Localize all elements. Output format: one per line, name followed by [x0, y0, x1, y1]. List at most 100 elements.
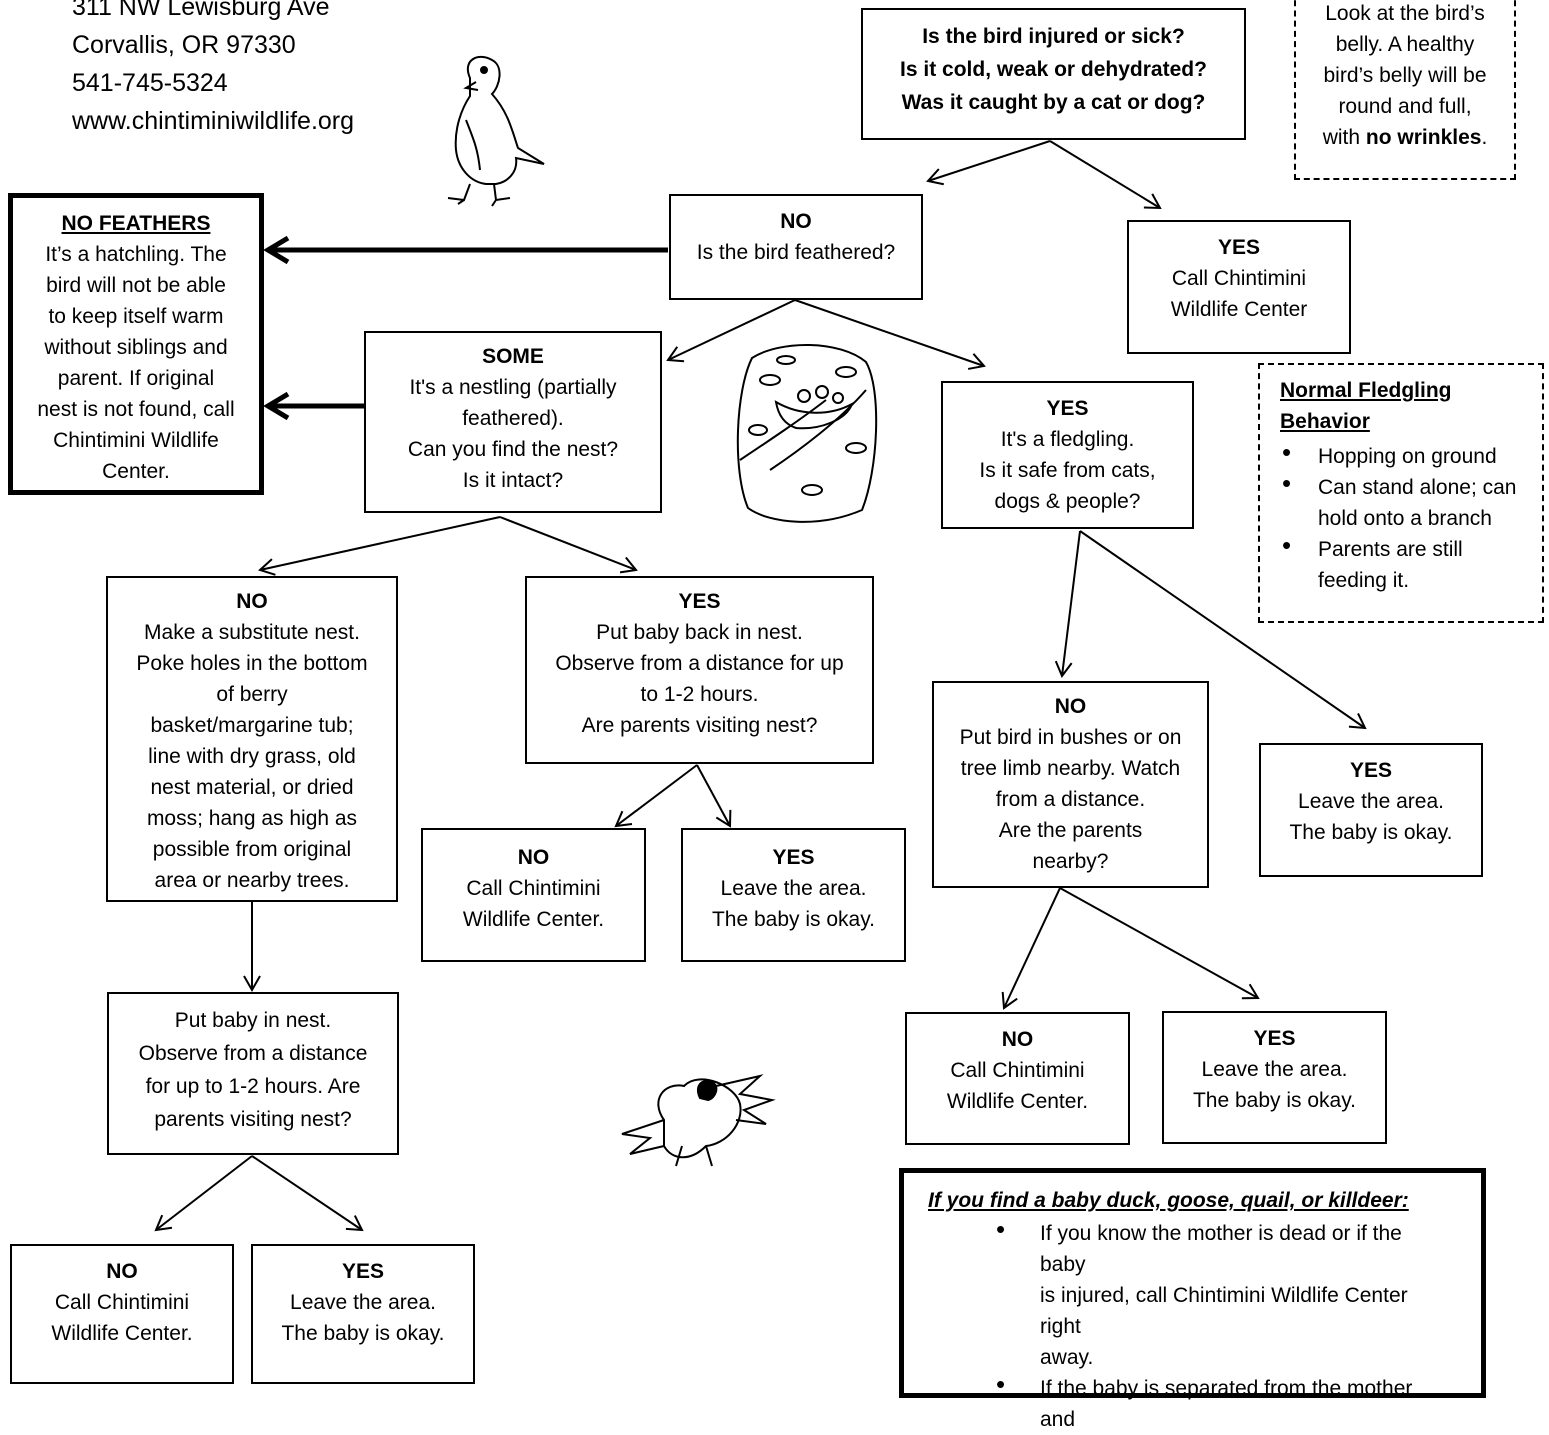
belly-note-emphasis: no wrinkles	[1365, 126, 1482, 149]
bushes-no-box: NO Call Chintimini Wildlife Center.	[905, 1012, 1130, 1145]
contact-city: Corvallis, OR 97330	[72, 31, 296, 59]
bushes-box: NO Put bird in bushes or on tree limb ne…	[932, 681, 1209, 888]
belly-note-line: Look at the bird’s	[1325, 2, 1485, 25]
box-text: basket/margarine tub;	[150, 714, 354, 737]
arrow-bushes-to-yes	[1059, 887, 1260, 1000]
box-text: dogs & people?	[994, 490, 1141, 513]
contact-address: 311 NW Lewisburg Ave	[72, 0, 330, 21]
box-text: bird will not be able	[46, 274, 226, 297]
arrow-feathered-to-some	[666, 299, 796, 363]
box-text: possible from original	[152, 838, 352, 861]
arrow-top-to-yes	[1049, 140, 1162, 210]
list-item-text: If you know the mother is dead or if the…	[1040, 1222, 1402, 1276]
safe-yes-box: YES Leave the area. The baby is okay.	[1259, 743, 1483, 877]
list-item-text: If the baby is separated from the mother…	[1040, 1377, 1413, 1431]
box-text: The baby is okay.	[1192, 1089, 1357, 1112]
put-back-no-box: NO Call Chintimini Wildlife Center.	[421, 828, 646, 962]
box-text: Observe from a distance for up	[555, 652, 844, 675]
arrow-putback-to-yes	[696, 764, 732, 828]
arrow-some-to-putback	[499, 516, 638, 574]
belly-note-line: belly. A healthy	[1335, 33, 1475, 56]
box-heading: YES	[1253, 1027, 1296, 1050]
box-heading: NO	[517, 846, 550, 869]
box-text: Make a substitute nest.	[144, 621, 360, 644]
box-heading: YES	[1217, 236, 1261, 259]
contact-website[interactable]: www.chintiminiwildlife.org	[72, 107, 355, 135]
belly-note-text: with	[1322, 126, 1366, 149]
box-text: Call Chintimini	[54, 1291, 190, 1314]
normal-fledgling-title-line: Behavior	[1280, 410, 1370, 433]
box-text: Are the parents	[998, 819, 1143, 842]
list-item-text: hold onto a branch	[1318, 507, 1492, 530]
box-text: Call Chintimini	[1171, 267, 1307, 290]
box-text: from a distance.	[995, 788, 1146, 811]
box-text: Can you find the nest?	[407, 438, 619, 461]
arrow-feathered-to-fledgling	[794, 299, 986, 370]
arrow-bushes-to-no	[1001, 887, 1061, 1010]
box-heading: NO	[236, 590, 268, 613]
box-text: area or nearby trees.	[154, 869, 350, 892]
substitute-nest-box: NO Make a substitute nest. Poke holes in…	[106, 576, 398, 902]
box-text: feathered).	[462, 407, 564, 430]
flowchart-connectors	[154, 55, 1367, 1232]
box-text: Leave the area.	[1201, 1058, 1348, 1081]
box-text: to keep itself warm	[48, 305, 224, 328]
standing-bird-illustration	[447, 55, 545, 207]
arrow-putinnest-to-no	[154, 1155, 253, 1232]
box-text: without siblings and	[44, 336, 228, 359]
normal-fledgling-title: Normal Fledgling Behavior	[1280, 375, 1536, 437]
box-text: Wildlife Center.	[51, 1322, 193, 1345]
normal-fledgling-list: Hopping on ground Can stand alone; can ho…	[1260, 437, 1536, 596]
arrow-top-to-feathered	[926, 140, 1051, 186]
arrow-putback-to-no	[614, 764, 698, 828]
box-text: nest is not found, call	[37, 398, 235, 421]
box-heading: YES	[678, 590, 721, 613]
nest-tree-illustration	[736, 344, 878, 523]
box-text: parent. If original	[57, 367, 215, 390]
box-text: The baby is okay.	[711, 908, 876, 931]
box-text: Is it intact?	[462, 469, 564, 492]
box-text: It’s a hatchling. The	[45, 243, 227, 266]
top-question-line: Is it cold, weak or dehydrated?	[900, 58, 1207, 81]
hatching-chick-illustration	[621, 1074, 776, 1167]
box-text: of berry	[216, 683, 288, 706]
arrow-fledgling-to-safeyes	[1079, 530, 1367, 730]
box-text: Are parents visiting nest?	[581, 714, 818, 737]
box-text: Leave the area.	[290, 1291, 436, 1314]
list-item-text: Can stand alone; can	[1318, 476, 1517, 499]
top-question-box: Is the bird injured or sick? Is it cold,…	[861, 8, 1246, 140]
box-text: moss; hang as high as	[146, 807, 358, 830]
no-feathers-box: NO FEATHERS It’s a hatchling. The bird w…	[8, 193, 264, 495]
box-text: Put baby back in nest.	[596, 621, 803, 644]
box-text: It's a fledgling.	[1000, 428, 1135, 451]
contact-info: 311 NW Lewisburg Ave Corvallis, OR 97330…	[72, 0, 354, 140]
box-heading: YES	[772, 846, 815, 869]
box-text: Leave the area.	[1298, 790, 1444, 813]
put-back-yes-box: YES Leave the area. The baby is okay.	[681, 828, 906, 962]
top-question-line: Was it caught by a cat or dog?	[901, 91, 1206, 114]
box-text: Is it safe from cats,	[979, 459, 1156, 482]
box-text: parents visiting nest?	[154, 1108, 352, 1131]
nest-yes-box: YES Leave the area. The baby is okay.	[251, 1244, 475, 1384]
box-text: It's a nestling (partially	[409, 376, 617, 399]
injured-yes-box: YES Call Chintimini Wildlife Center	[1127, 220, 1351, 354]
list-item-text: Hopping on ground	[1318, 445, 1497, 468]
box-heading: NO	[780, 210, 812, 233]
box-heading: YES	[341, 1260, 385, 1283]
belly-note-line: round and full,	[1338, 95, 1472, 118]
list-item: Hopping on ground	[1260, 437, 1536, 472]
normal-fledgling-box: Normal Fledgling Behavior Hopping on gro…	[1258, 363, 1544, 623]
list-item: If the baby is separated from the mother…	[928, 1369, 1451, 1435]
box-heading: NO	[106, 1260, 138, 1283]
box-text: Center.	[102, 460, 170, 483]
feathered-question-box: NO Is the bird feathered?	[669, 194, 923, 300]
box-heading: YES	[1349, 759, 1393, 782]
box-text: Poke holes in the bottom	[136, 652, 368, 675]
nest-no-box: NO Call Chintimini Wildlife Center.	[10, 1244, 234, 1384]
box-text: The baby is okay.	[1289, 821, 1453, 844]
list-item: Can stand alone; can hold onto a branch	[1260, 468, 1536, 534]
box-text: Wildlife Center	[1170, 298, 1308, 321]
duck-box-title: If you find a baby duck, goose, quail, o…	[928, 1189, 1409, 1212]
normal-fledgling-title-line: Normal Fledgling	[1280, 379, 1452, 402]
